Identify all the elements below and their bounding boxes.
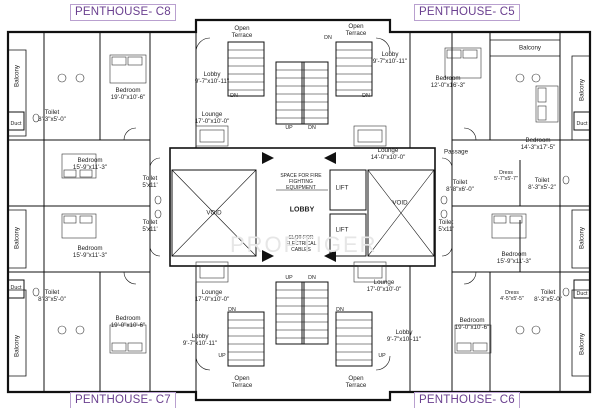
balcony-c5-right: Balcony (578, 78, 586, 102)
title-penthouse-c6: PENTHOUSE- C6 (414, 392, 520, 408)
lobby-c6: Lobby 9'-7"x10'-11" (386, 329, 422, 343)
toilet-c5: Toilet 8'-3"x5'-2" (528, 177, 556, 191)
stair-dn-bottom-right: DN (336, 307, 344, 313)
duct-bottom-left: Duct (10, 285, 22, 291)
title-penthouse-c8: PENTHOUSE- C8 (70, 4, 176, 21)
stair-dn-top-right: DN (362, 93, 370, 99)
lounge-c5: Lounge 14'-0"x10'-0" (370, 147, 406, 161)
balcony-c8-left: Balcony (13, 64, 21, 88)
fire-equipment-space: SPACE FOR FIRE FIGHTING EQUIPMENT (280, 173, 322, 191)
duct-top-left: Duct (10, 121, 22, 127)
stair-up-top: UP (285, 125, 293, 131)
open-terrace-bottom-right: Open Terrace (345, 375, 367, 389)
stair-up-bottom-right: UP (378, 353, 386, 359)
dress-c6: Dress 4'-5"x5'-5" (500, 290, 524, 302)
lift-2: LIFT (335, 226, 349, 234)
bedroom-c8-middle: Bedroom 15'-9"x11'-3" (72, 157, 108, 171)
lounge-c8: Lounge 17'-0"x10'-0" (194, 111, 230, 125)
balcony-c7-left-bottom: Balcony (13, 334, 21, 358)
stair-up-bottom: UP (285, 275, 293, 281)
toilet-c8: Toilet 8'-3"x5'-0" (38, 109, 66, 123)
lobby-c7: Lobby 9'-7"x10'-11" (182, 333, 218, 347)
lounge-c7: Lounge 17'-0"x10'-0" (194, 289, 230, 303)
toilet-5x11-left-bottom: Toilet 5'x11' (142, 219, 158, 233)
bedroom-c6-middle: Bedroom 15'-9"x11'-3" (496, 251, 532, 265)
lobby-c8: Lobby 9'-7"x10'-11" (194, 71, 230, 85)
open-terrace-top-right: Open Terrace (345, 23, 367, 37)
balcony-c5-top: Balcony (518, 44, 542, 52)
stair-dn-bottom: DN (308, 275, 316, 281)
open-terrace-top-left: Open Terrace (231, 25, 253, 39)
title-penthouse-c5: PENTHOUSE- C5 (414, 4, 520, 21)
bedroom-c5-right: Bedroom 14'-3"x17'-5" (520, 137, 556, 151)
balcony-c6-right-top: Balcony (578, 226, 586, 250)
toilet-c7: Toilet 8'-3"x5'-0" (38, 289, 66, 303)
stair-dn-top-center: DN (324, 35, 332, 41)
void-left: VOID (206, 209, 222, 217)
stair-dn-top-left: DN (230, 93, 238, 99)
lobby-c5: Lobby 9'-7"x10'-11" (372, 51, 408, 65)
duct-bottom-right: Duct (576, 291, 588, 297)
core-lobby: LOBBY (289, 206, 315, 214)
bedroom-c7-middle: Bedroom 15'-9"x11'-3" (72, 245, 108, 259)
dress-c5: Dress 5'-7"x5'-7" (494, 170, 518, 182)
bedroom-c5-top: Bedroom 12'-0"x16'-3" (430, 75, 466, 89)
bedroom-c8-top: Bedroom 19'-0"x10'-6" (110, 87, 146, 101)
toilet-8x6: Toilet 8'-8"x6'-0" (446, 179, 474, 193)
bedroom-c6-bottom: Bedroom 19'-0"x10'-6" (454, 317, 490, 331)
open-terrace-bottom-left: Open Terrace (231, 375, 253, 389)
duct-top-right: Duct (576, 121, 588, 127)
watermark-logo: PROPTIGER (230, 232, 378, 257)
toilet-5x11-right: Toilet 5'x11' (438, 219, 454, 233)
lounge-c6: Lounge 17'-0"x10'-0" (366, 279, 402, 293)
toilet-c6: Toilet 8'-3"x5'-0" (534, 289, 562, 303)
balcony-c6-right-bottom: Balcony (578, 332, 586, 356)
stair-dn-top: DN (308, 125, 316, 131)
lift-1: LIFT (335, 184, 349, 192)
stair-dn-bottom-left: DN (228, 307, 236, 313)
passage-c5: Passage (443, 148, 469, 156)
stair-up-bottom-left: UP (218, 353, 226, 359)
bedroom-c7-bottom: Bedroom 19'-0"x10'-6" (110, 315, 146, 329)
title-penthouse-c7: PENTHOUSE- C7 (70, 392, 176, 408)
void-right: VOID (392, 199, 408, 207)
electrical-cable-slot: SLOT FOR ELECTRICAL CABLES (285, 235, 317, 253)
toilet-5x11-left-top: Toilet 5'x11' (142, 175, 158, 189)
balcony-c7-left-top: Balcony (13, 226, 21, 250)
